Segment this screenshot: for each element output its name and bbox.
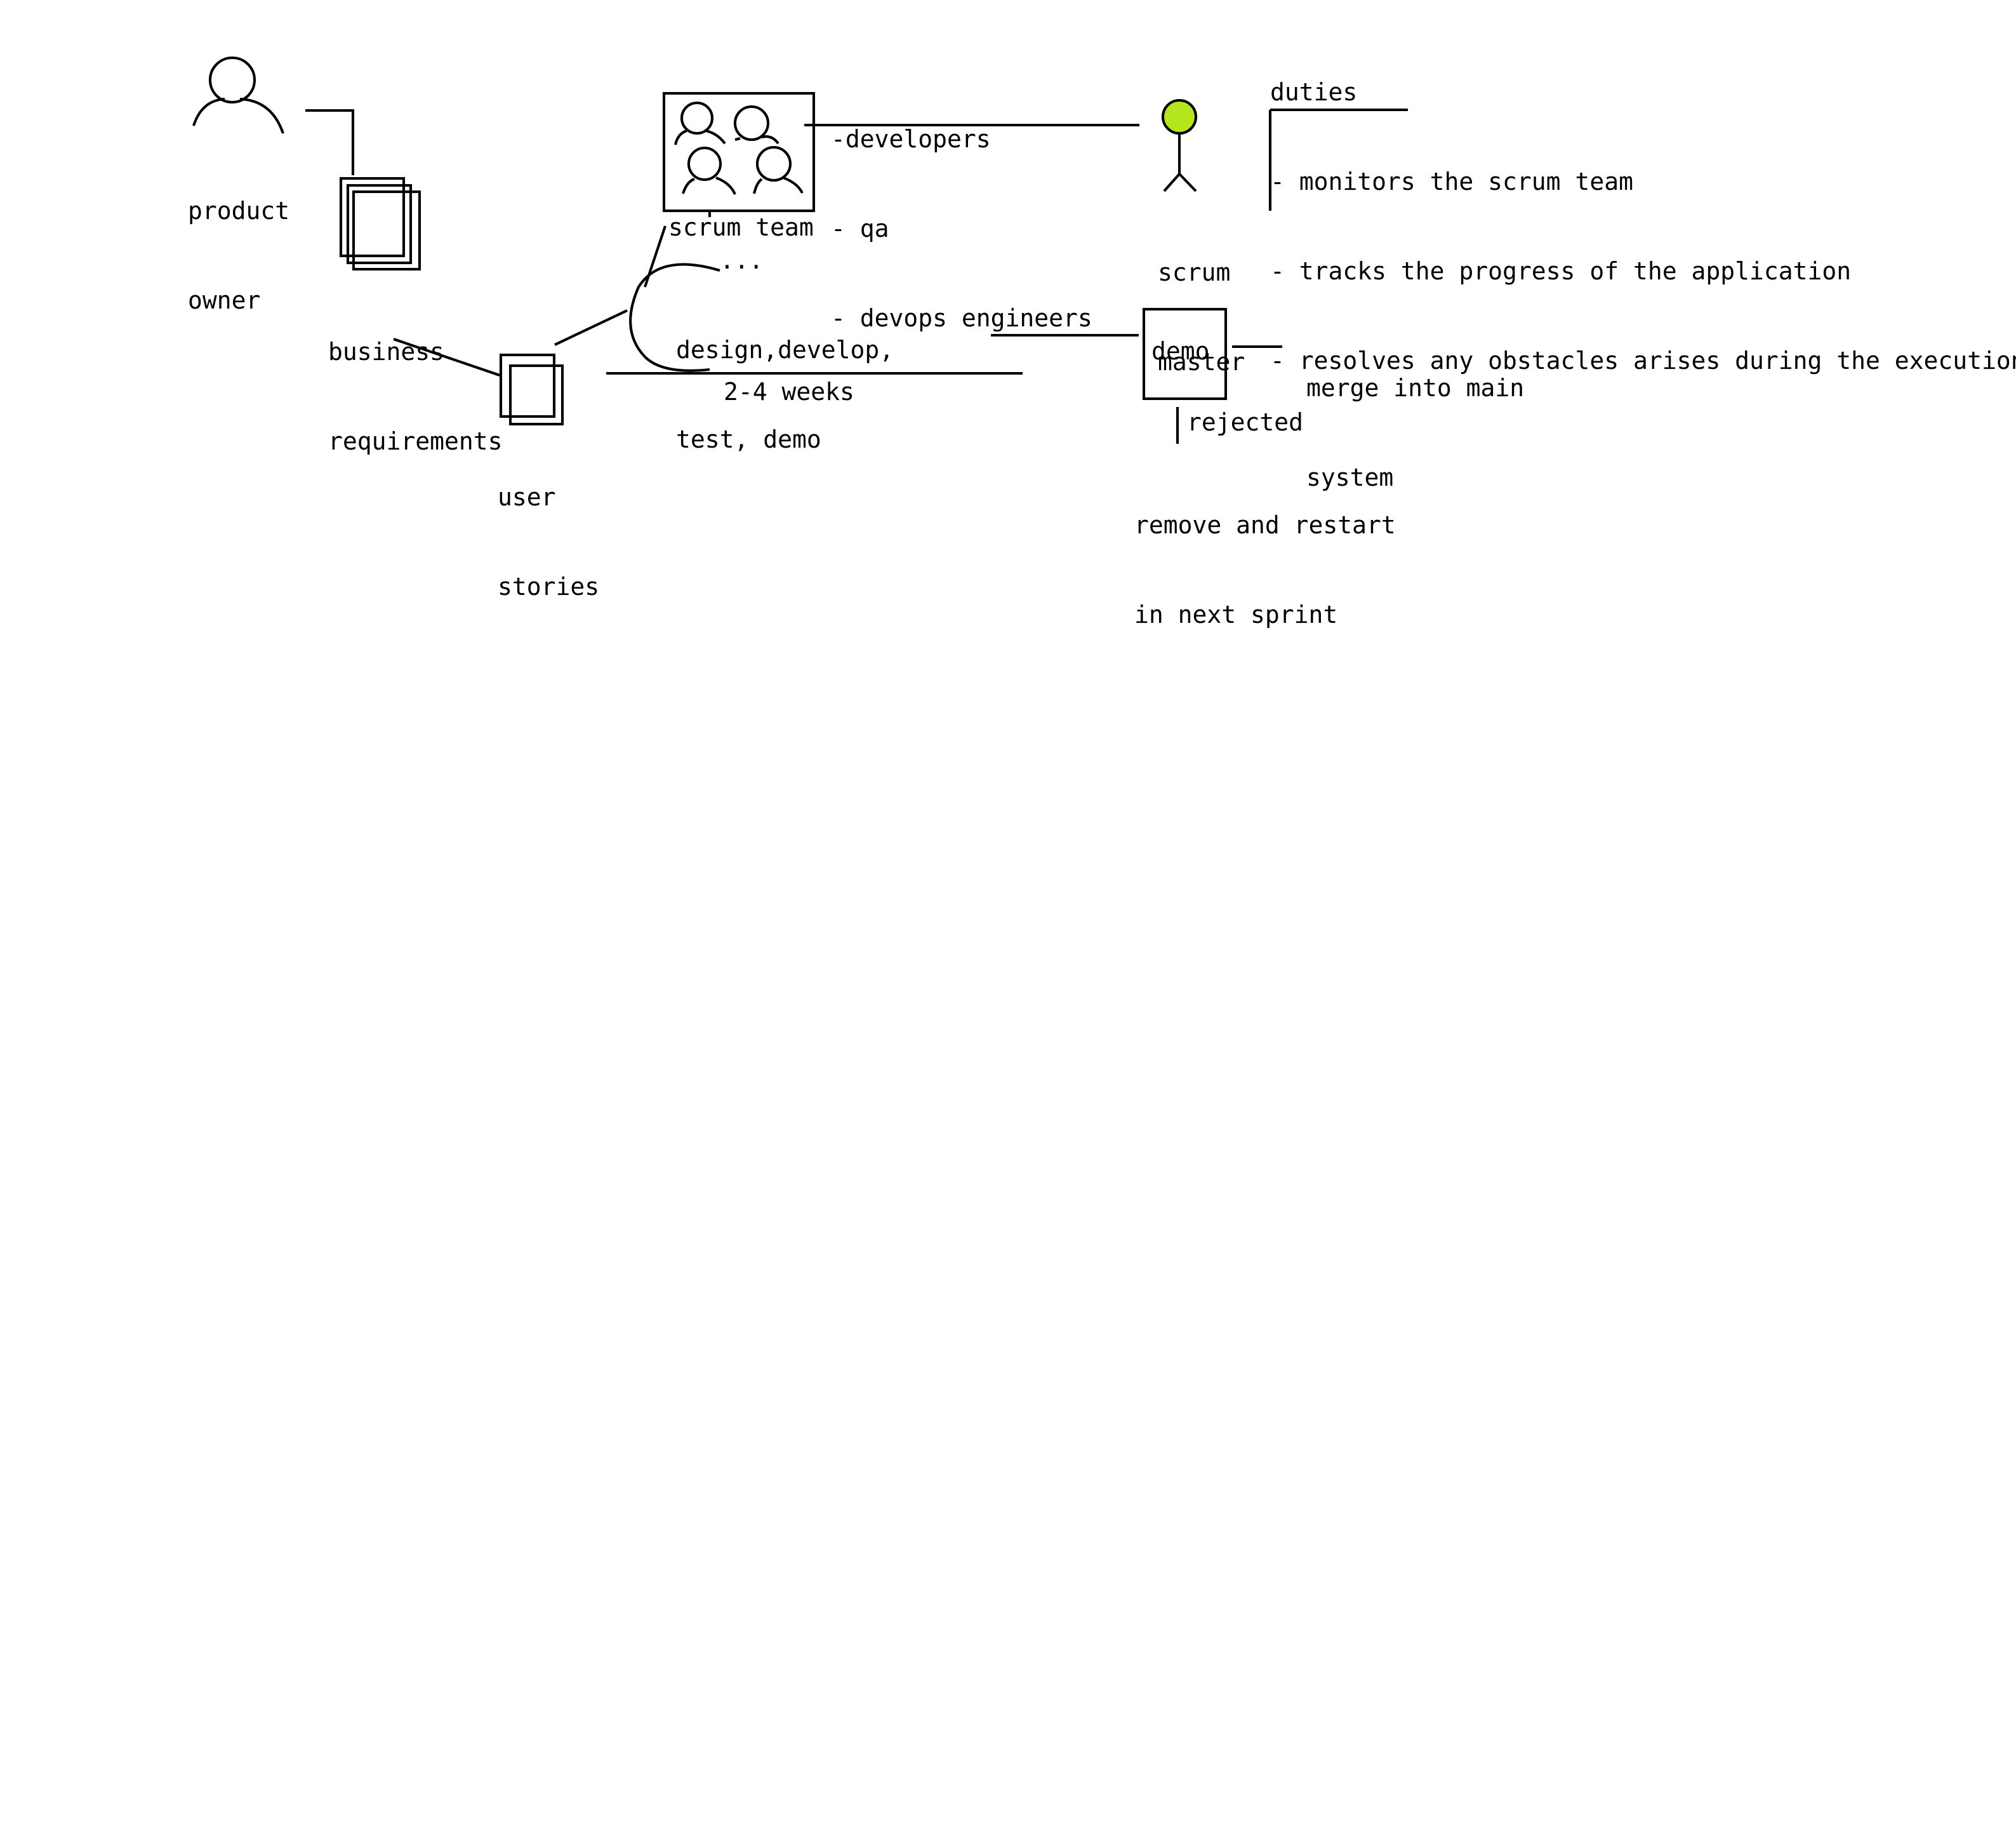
team-role: - qa: [831, 215, 889, 243]
scrum-master-label-line: master: [1158, 348, 1245, 376]
requirements-to-stories-line: [393, 338, 500, 377]
scrum-master-head: [1161, 98, 1198, 135]
user-stories-label-line: user: [498, 483, 556, 511]
business-requirements-label-line: business: [328, 338, 445, 366]
scrum-team-label: scrum team: [668, 213, 814, 241]
sprint-cycle-arc: [629, 263, 720, 372]
scrum-master-label-line: scrum: [1158, 258, 1231, 286]
team-to-sprint-line: [644, 225, 666, 288]
business-requirements-label: business requirements: [328, 277, 503, 516]
demo-label: demo: [1151, 337, 1210, 365]
product-owner-label: product owner: [188, 137, 289, 375]
user-stories-label-line: stories: [498, 573, 600, 601]
sprint-activities-line: design,develop,: [676, 336, 894, 364]
duties-list: - monitors the scrum team - tracks the p…: [1270, 107, 2016, 436]
duty-item: - resolves any obstacles arises during t…: [1270, 347, 2016, 375]
stories-to-sprint-line: [554, 309, 628, 346]
rejected-outcome-line: remove and restart: [1134, 511, 1396, 539]
rejected-outcome-line: in next sprint: [1134, 601, 1338, 629]
accepted-outcome-label: merge into main system: [1306, 314, 1524, 552]
demo-box: [1142, 307, 1228, 401]
rejected-label: rejected: [1187, 408, 1304, 436]
team-role: - devops engineers: [831, 304, 1092, 332]
user-stories-icon: [499, 353, 564, 426]
accepted-outcome-line: merge into main: [1306, 374, 1525, 402]
duties-title: duties: [1270, 78, 1358, 106]
business-requirements-icon: [339, 177, 421, 271]
duty-item: - monitors the scrum team: [1270, 168, 1633, 196]
duty-item: - tracks the progress of the application: [1270, 257, 1852, 285]
scrum-master-icon: [1161, 98, 1198, 192]
scrum-team-icon: [662, 91, 816, 213]
person-icon: [192, 56, 284, 134]
scrum-master-label: scrum master: [1158, 198, 1245, 437]
user-stories-label: user stories: [498, 423, 599, 662]
product-owner-label-line: product: [188, 197, 290, 225]
owner-connector: [305, 109, 355, 175]
accepted-outcome-line: system: [1306, 463, 1394, 491]
sprint-length-label: 2-4 weeks: [724, 378, 854, 406]
sprint-ellipsis: ...: [720, 246, 764, 274]
product-owner-label-line: owner: [188, 286, 261, 314]
sprint-activities-label: design,develop, test, demo: [676, 276, 894, 514]
sprint-activities-line: test, demo: [676, 425, 821, 453]
rejected-outcome-label: remove and restart in next sprint: [1134, 451, 1396, 690]
business-requirements-label-line: requirements: [328, 427, 503, 455]
team-roles-list: -developers - qa - devops engineers: [831, 65, 1092, 393]
team-role: -developers: [831, 125, 991, 153]
